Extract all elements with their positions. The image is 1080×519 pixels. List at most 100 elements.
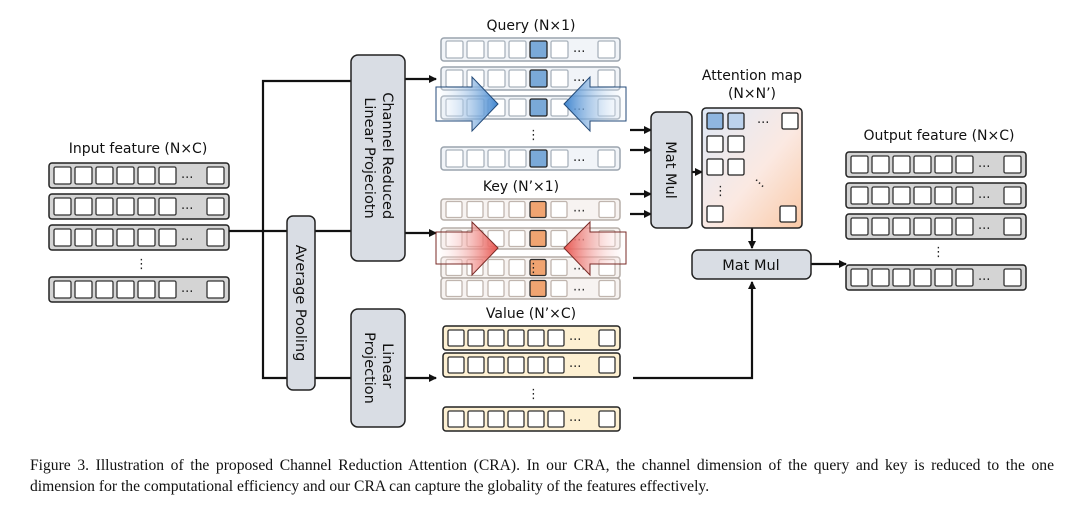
- key-vdots: ⋮: [527, 261, 540, 276]
- row-cell: [447, 329, 465, 347]
- svg-text:Channel Reduced Linear Pro: Channel Reduced Linear Projeciotn: [361, 92, 395, 224]
- row-cell: [466, 149, 485, 168]
- row-cell: [445, 69, 464, 88]
- row-cell: [467, 356, 485, 374]
- row-cell: [871, 268, 890, 287]
- mat-mul-vertical-label: Mat Mul: [662, 141, 678, 198]
- row-cell: [158, 228, 177, 247]
- feature-row: ···: [845, 151, 1027, 178]
- feature-row: ···: [48, 162, 230, 189]
- attention-cell: [706, 205, 724, 223]
- row-ellipsis: ···: [569, 414, 581, 429]
- row-cell: [508, 200, 526, 219]
- row-cell: [445, 200, 463, 219]
- row-cell: [1003, 155, 1022, 174]
- channel-reduced-linear-projection-block: [350, 54, 406, 262]
- value-rows: ·········⋮: [442, 325, 621, 432]
- row-cell: [206, 166, 225, 185]
- attention-cell: [706, 135, 724, 153]
- row-cell: [53, 280, 72, 299]
- row-ellipsis: ···: [181, 285, 193, 300]
- row-cell: [550, 279, 568, 298]
- output-feature-rows: ············⋮: [845, 151, 1027, 291]
- row-cell: [487, 149, 506, 168]
- feature-row: ···: [440, 198, 621, 221]
- row-cell: [137, 197, 156, 216]
- row-cell: [95, 197, 114, 216]
- figure-caption: Figure 3. Illustration of the proposed C…: [30, 457, 1054, 495]
- feature-row: ···: [48, 224, 230, 251]
- row-cell: [95, 280, 114, 299]
- row-cell: [158, 280, 177, 299]
- attention-map: [701, 107, 803, 229]
- row-cell: [206, 280, 225, 299]
- row-cell: [158, 197, 177, 216]
- row-cell: [137, 228, 156, 247]
- row-cell: [871, 155, 890, 174]
- row-cell: [116, 166, 135, 185]
- row-cell: [597, 69, 616, 88]
- feature-row: ···: [845, 213, 1027, 240]
- row-cell: [508, 69, 527, 88]
- row-cell: [934, 217, 953, 236]
- input-feature-rows: ············⋮: [48, 162, 230, 303]
- row-cell: [1003, 268, 1022, 287]
- row-cell: [934, 268, 953, 287]
- attention-map-vdots: ⋮: [714, 184, 727, 199]
- feature-row: ···: [442, 352, 621, 378]
- row-cell: [507, 410, 525, 428]
- row-ellipsis: ···: [569, 360, 581, 375]
- row-cell: [206, 228, 225, 247]
- row-cell: [53, 197, 72, 216]
- row-cell: [447, 356, 465, 374]
- row-cell: [467, 410, 485, 428]
- attention-map-hdots: ···: [757, 116, 769, 131]
- row-ellipsis: ···: [978, 273, 990, 288]
- row-cell: [527, 356, 545, 374]
- row-cell: [487, 279, 505, 298]
- crlp-label-line1: Channel Reduced: [379, 92, 395, 219]
- row-ellipsis: ···: [181, 233, 193, 248]
- highlight-cell: [529, 229, 547, 248]
- feature-row: ···: [48, 276, 230, 303]
- row-cell: [137, 280, 156, 299]
- row-cell: [53, 166, 72, 185]
- row-cell: [116, 228, 135, 247]
- attention-cell: [706, 158, 724, 176]
- row-cell: [487, 329, 505, 347]
- row-cell: [508, 40, 527, 59]
- row-cell: [550, 258, 568, 277]
- linear-projection-line2: Projection: [361, 332, 377, 404]
- row-cell: [850, 268, 869, 287]
- row-cell: [934, 155, 953, 174]
- row-cell: [466, 200, 484, 219]
- row-ellipsis: ···: [978, 222, 990, 237]
- row-ellipsis: ···: [573, 284, 585, 299]
- query-right-arrow: [563, 75, 627, 133]
- cra-diagram: Input feature (N×C) ············⋮ Channe…: [48, 18, 1027, 432]
- row-ellipsis: ···: [181, 202, 193, 217]
- row-cell: [447, 410, 465, 428]
- row-cell: [466, 40, 485, 59]
- svg-text:Linear Projection: Linear Projection: [361, 332, 395, 404]
- row-cell: [1003, 217, 1022, 236]
- row-cell: [95, 166, 114, 185]
- row-cell: [507, 356, 525, 374]
- attention-map-cells: [706, 112, 799, 223]
- row-cell: [850, 155, 869, 174]
- row-cell: [871, 217, 890, 236]
- row-cell: [892, 155, 911, 174]
- output-vdots: ⋮: [932, 245, 945, 260]
- row-cell: [913, 217, 932, 236]
- row-ellipsis: ···: [181, 171, 193, 186]
- average-pooling-label: Average Pooling: [292, 245, 308, 362]
- attention-cell: [779, 205, 797, 223]
- row-cell: [1003, 186, 1022, 205]
- mat-mul-vertical-block: [650, 111, 693, 229]
- row-cell: [74, 280, 93, 299]
- row-cell: [487, 356, 505, 374]
- row-ellipsis: ···: [569, 333, 581, 348]
- row-cell: [913, 268, 932, 287]
- value-label: Value (N’×C): [486, 306, 576, 322]
- highlight-cell: [529, 69, 548, 88]
